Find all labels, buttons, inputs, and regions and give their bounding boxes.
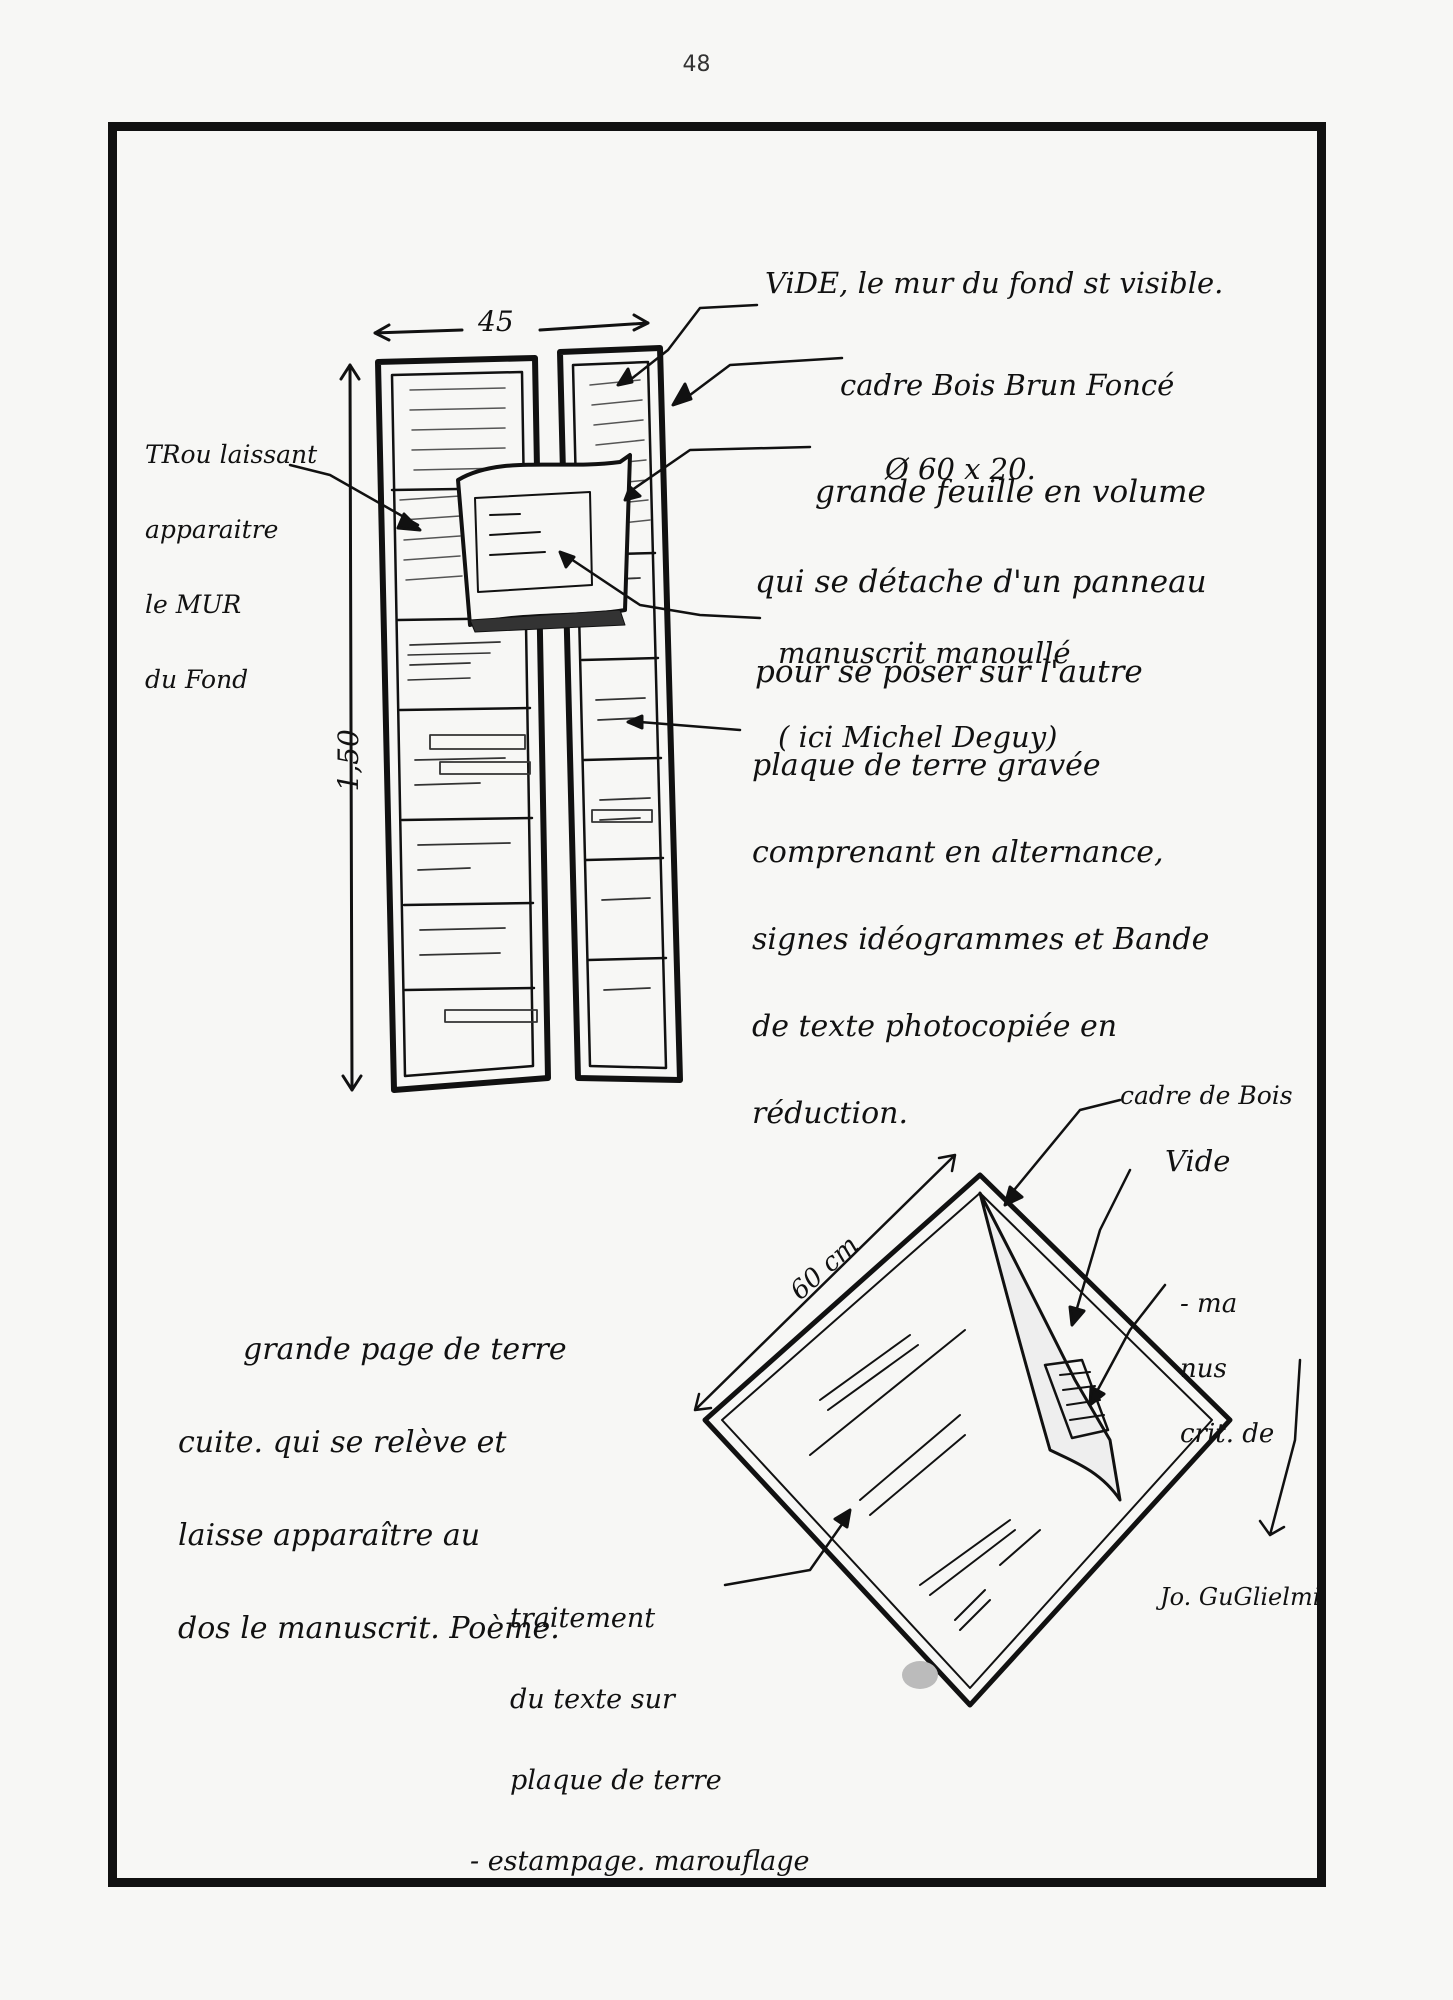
note-ms-line-3: crit. de <box>1180 1418 1274 1451</box>
note-page-line-2: cuite. qui se relève et <box>178 1420 567 1467</box>
note-traitement-line-4: - estampage. marouflage <box>470 1842 810 1883</box>
note-ms-line-1: - ma <box>1180 1288 1274 1321</box>
note-traitement-line-3: plaque de terre <box>470 1761 810 1802</box>
note-traitement-line-1: traitement <box>470 1599 810 1640</box>
note-plaque-line-2: comprenant en alternance, <box>752 831 1209 875</box>
dimension-height-label: 1,50 <box>329 729 370 791</box>
note-trou-line-4: du Fond <box>145 661 317 699</box>
note-cadre-line-1: cadre Bois Brun Foncé <box>840 364 1174 406</box>
note-vide-mur-du-fond: ViDE, le mur du fond st visible. <box>765 262 1223 304</box>
author-name: Jo. GuGlielmi <box>1160 1580 1320 1615</box>
dimension-width-label: 45 <box>478 302 514 343</box>
note-page-line-3: laisse apparaître au <box>178 1513 567 1560</box>
note-page-line-1: grande page de terre <box>178 1327 567 1374</box>
note-plaque-line-3: signes idéogrammes et Bande <box>752 918 1209 962</box>
note-cadre-de-bois: cadre de Bois <box>1120 1078 1293 1114</box>
note-trou-line-1: TRou laissant <box>145 436 317 474</box>
note-traitement: traitement du texte sur plaque de terre … <box>470 1558 810 1923</box>
note-manuscrit-de: - ma nus crit. de <box>1180 1255 1274 1483</box>
note-vide: Vide <box>1165 1140 1230 1182</box>
note-traitement-line-2: du texte sur <box>470 1680 810 1721</box>
note-plaque-line-1: plaque de terre gravée <box>752 744 1209 788</box>
note-feuille-line-1: grande feuille en volume <box>755 470 1207 515</box>
note-trou-line-2: apparaitre <box>145 511 317 549</box>
note-ms-line-2: nus <box>1180 1353 1274 1386</box>
note-plaque-line-4: de texte photocopiée en <box>752 1005 1209 1049</box>
note-trou-line-3: le MUR <box>145 586 317 624</box>
note-trou: TRou laissant apparaitre le MUR du Fond <box>145 398 317 736</box>
note-manuscrit-line-1: manuscrit manoullé <box>778 632 1071 674</box>
